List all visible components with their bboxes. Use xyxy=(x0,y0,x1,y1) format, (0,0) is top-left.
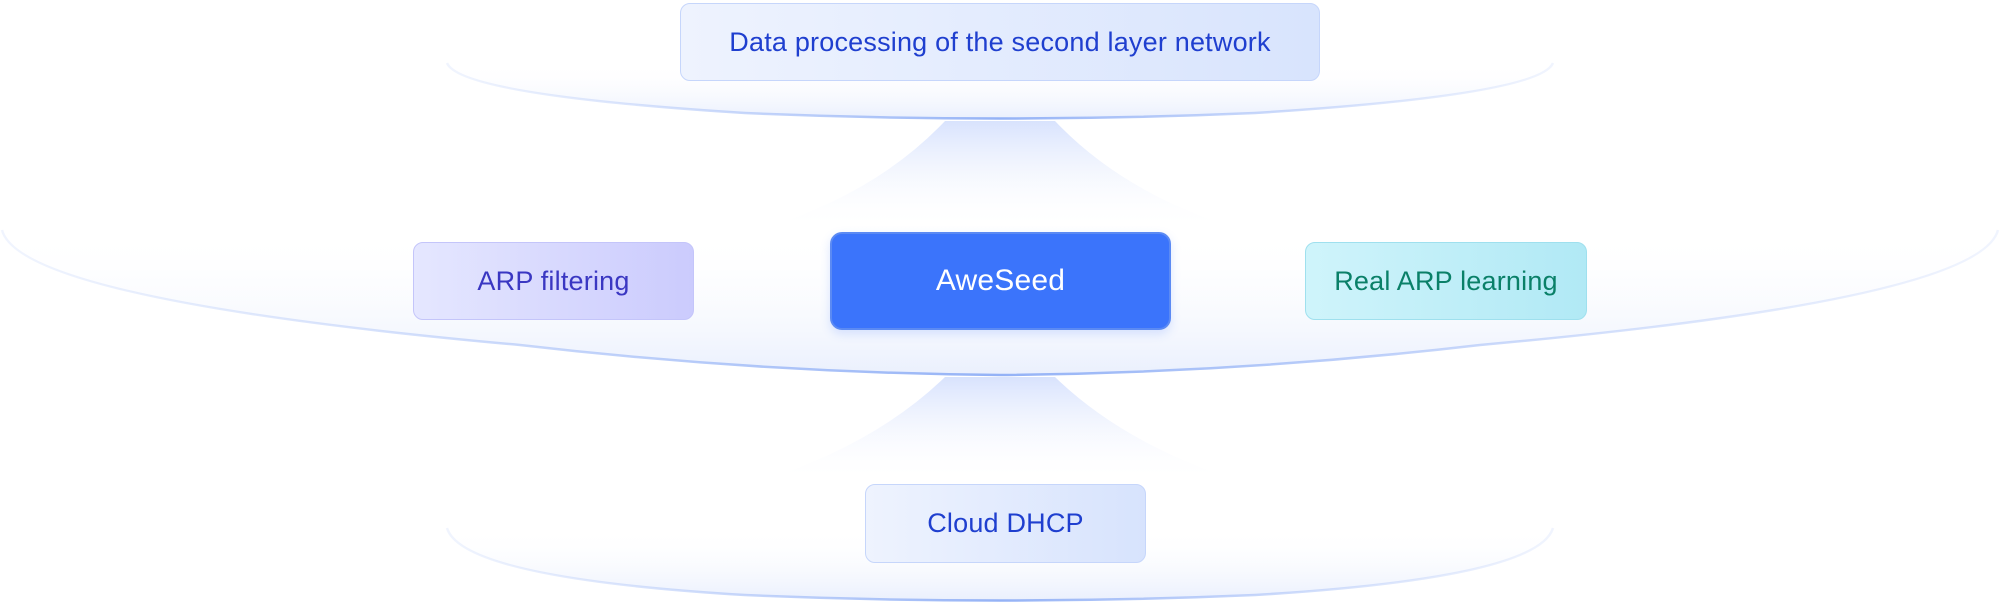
bottom-node-label: Cloud DHCP xyxy=(927,508,1084,538)
right-node: Real ARP learning xyxy=(1305,242,1587,320)
top-node-label: Data processing of the second layer netw… xyxy=(729,26,1271,57)
bottom-layer-disc xyxy=(447,528,1553,601)
bottom-node: Cloud DHCP xyxy=(865,484,1146,563)
bottom-layer-rim xyxy=(445,527,1555,602)
center-node: AweSeed xyxy=(830,232,1171,330)
upper-connector xyxy=(758,121,1242,230)
top-layer-rim xyxy=(445,62,1555,120)
top-node: Data processing of the second layer netw… xyxy=(680,3,1320,81)
left-node-label: ARP filtering xyxy=(477,265,630,296)
left-node: ARP filtering xyxy=(413,242,694,320)
lower-connector xyxy=(758,377,1242,482)
middle-layer-rim xyxy=(0,229,2000,377)
center-node-label: AweSeed xyxy=(935,264,1066,297)
right-node-label: Real ARP learning xyxy=(1334,265,1558,296)
